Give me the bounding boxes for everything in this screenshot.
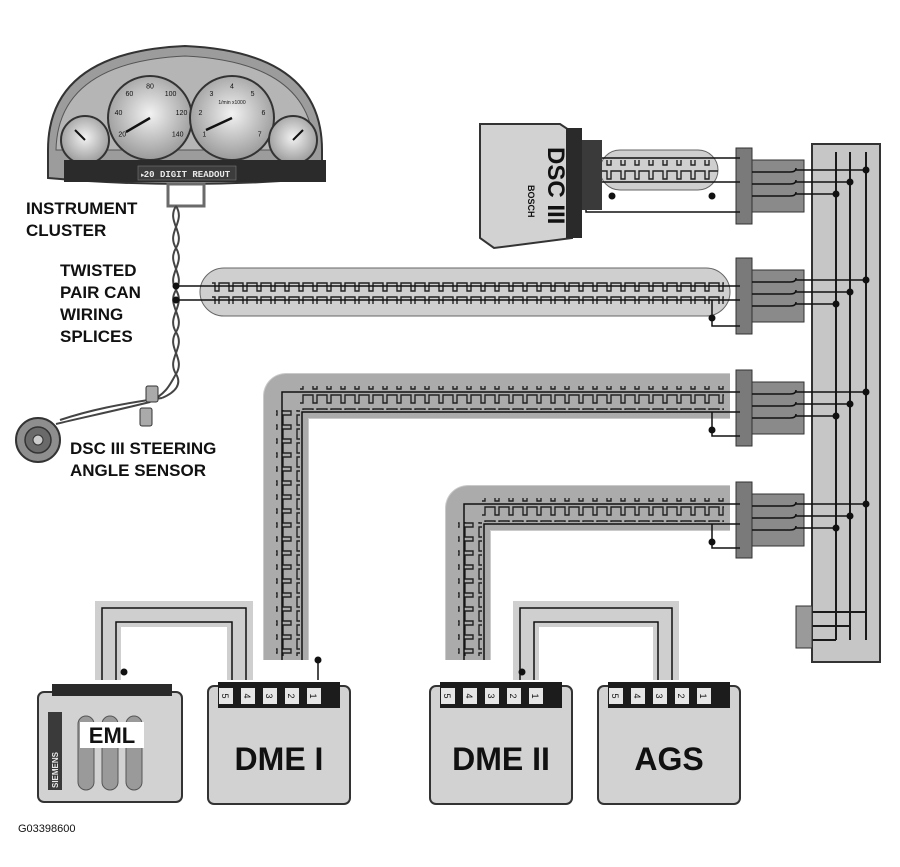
pin-label: 3 — [264, 693, 274, 698]
pin-label: 5 — [610, 693, 620, 698]
dme2-ags-cable — [513, 601, 679, 680]
gauge-tick-label: 6 — [262, 110, 266, 117]
cluster-cable — [176, 267, 740, 327]
gauge-tick-label: 4 — [230, 84, 234, 91]
instrument-cluster-label: INSTRUMENT CLUSTER — [26, 198, 137, 242]
gauge-tick-label: 3 — [209, 91, 213, 98]
ags-name: AGS — [634, 741, 703, 777]
gauge-tick-label: 100 — [165, 91, 177, 98]
gauge-tick-label: 140 — [172, 132, 184, 139]
eml-module: SIEMENS EML — [37, 684, 183, 803]
tacho-unit: 1/min x1000 — [218, 100, 245, 106]
bus-connector — [735, 481, 870, 559]
bus-connector — [735, 147, 870, 225]
gauge-tick-label: 1 — [202, 132, 206, 139]
bus-connector — [735, 257, 870, 335]
bus-connector — [735, 369, 870, 447]
dme1-cable — [263, 373, 740, 680]
pin-label: 1 — [308, 693, 318, 698]
pin-label: 3 — [486, 693, 496, 698]
instrument-cluster-label-line2: CLUSTER — [26, 221, 107, 240]
gauge-tick-label: 5 — [251, 91, 255, 98]
dme2-cable — [445, 485, 740, 660]
tacho-tick-labels: 1 2 3 4 5 6 7 — [199, 84, 266, 139]
twisted-pair-label-line1: TWISTED — [60, 261, 137, 280]
steering-angle-sensor — [15, 417, 61, 463]
pin-label: 5 — [442, 693, 452, 698]
figure-id: G03398600 — [18, 823, 76, 835]
speedo-tick-labels: 20 40 60 80 100 120 140 — [115, 84, 188, 139]
gauge-tick-label: 20 — [118, 132, 126, 139]
pin-label: 2 — [676, 693, 686, 698]
pin-label: 4 — [632, 693, 642, 698]
gauge-tick-label: 2 — [199, 110, 203, 117]
pin-label: 1 — [698, 693, 708, 698]
dsc-brand: BOSCH — [526, 185, 536, 218]
eml-name: EML — [89, 723, 135, 748]
dsc-name: DSC III — [542, 147, 569, 224]
instrument-cluster-label-line1: INSTRUMENT — [26, 199, 138, 218]
gauge-tick-label: 40 — [115, 110, 123, 117]
dme1-name: DME I — [235, 741, 324, 777]
twisted-pair-label-line4: SPLICES — [60, 327, 133, 346]
pin-label: 4 — [464, 693, 474, 698]
gauge-tick-label: 120 — [176, 110, 188, 117]
can-bus-distribution-block — [795, 143, 881, 663]
pin-label: 3 — [654, 693, 664, 698]
pin-label: 4 — [242, 693, 252, 698]
readout-display — [137, 165, 237, 181]
twisted-pair-label: TWISTED PAIR CAN WIRING SPLICES — [60, 260, 141, 348]
pin-label: 2 — [508, 693, 518, 698]
twisted-pair-label-line2: PAIR CAN — [60, 283, 141, 302]
twisted-pair-label-line3: WIRING — [60, 305, 124, 324]
gauge-tick-label: 80 — [146, 84, 154, 91]
steering-sensor-label: DSC III STEERING ANGLE SENSOR — [70, 438, 216, 482]
eml-brand: SIEMENS — [51, 751, 60, 788]
gauge-tick-label: 7 — [258, 132, 262, 139]
readout-text: 20 DIGIT READOUT — [144, 170, 231, 180]
instrument-cluster: 20 40 60 80 100 120 140 1 2 3 4 5 6 7 1/min x1000 20… — [47, 44, 326, 208]
pin-label: 2 — [286, 693, 296, 698]
eml-dme1-cable — [95, 601, 253, 680]
gauge-tick-label: 60 — [126, 91, 134, 98]
steering-sensor-label-line2: ANGLE SENSOR — [70, 461, 207, 480]
dsc-cable — [585, 149, 740, 213]
steering-sensor-label-line1: DSC III STEERING — [70, 439, 217, 458]
bus-connectors — [735, 147, 870, 559]
pin-label: 1 — [530, 693, 540, 698]
dsc-iii-module: DSC III BOSCH — [479, 123, 602, 250]
dme2-name: DME II — [452, 741, 550, 777]
pin-label: 5 — [220, 693, 230, 698]
svg-text:▸: ▸ — [141, 171, 145, 179]
